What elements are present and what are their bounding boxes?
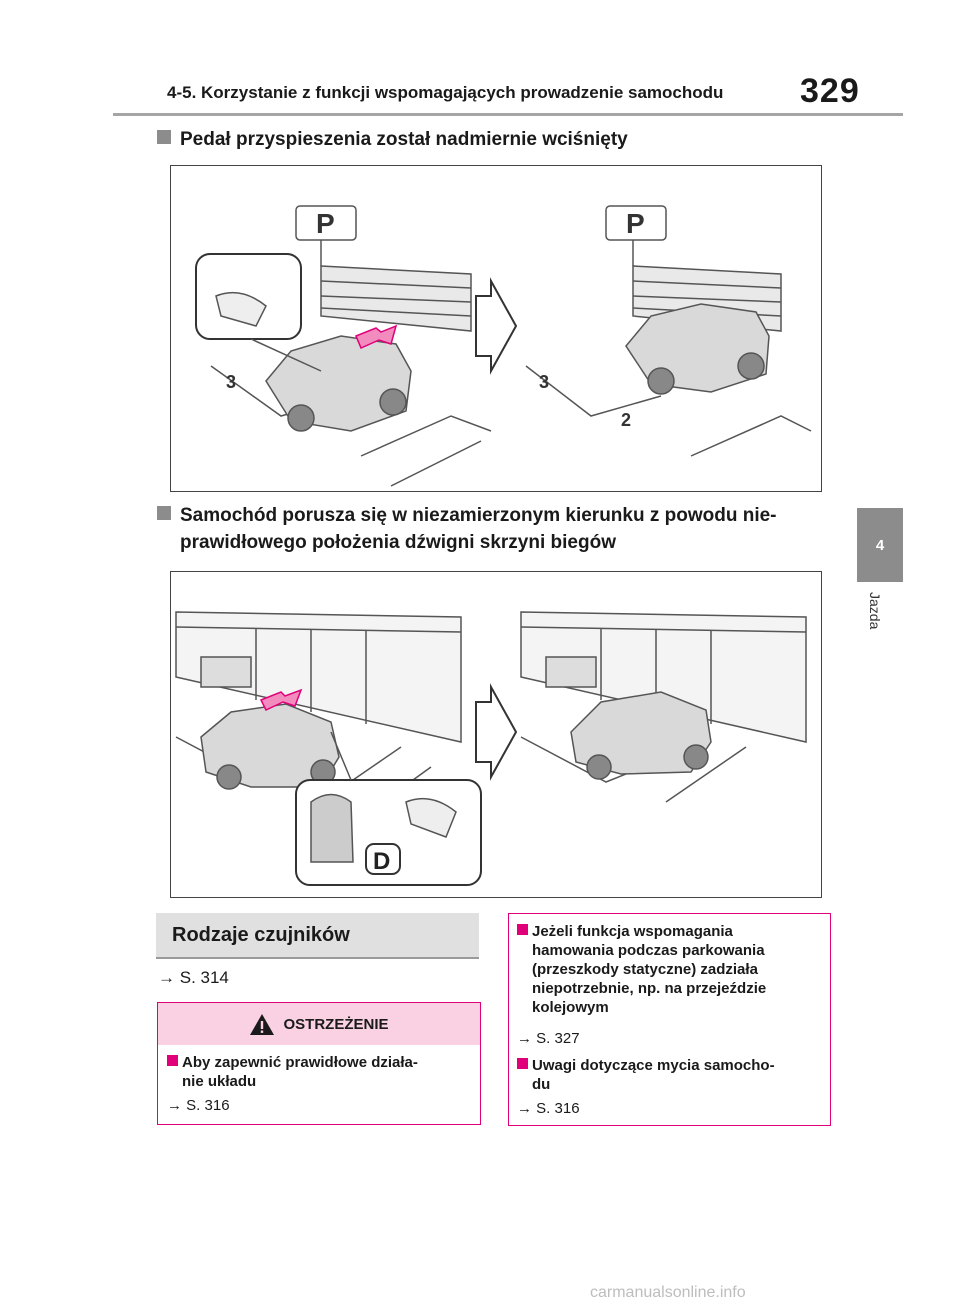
space-number-right-2: 2 [621, 410, 631, 430]
sensors-heading: Rodzaje czujników [156, 913, 479, 959]
parking-sign-right [605, 205, 667, 241]
arrow-right-icon: → [167, 1097, 182, 1114]
gear-lever-icon [310, 793, 354, 863]
parking-sign-right-letter: P [626, 208, 645, 239]
forward-arrow-icon [259, 688, 303, 711]
sensors-reference[interactable]: → S. 314 [158, 968, 229, 988]
accel-section-heading: Pedał przyspieszenia został nadmiernie w… [157, 126, 628, 153]
arrow-right-icon: → [158, 968, 175, 987]
notes-item1-ref-text: S. 327 [536, 1030, 580, 1047]
notes-item1-line3: (przeszkody statyczne) zadziała [532, 961, 758, 978]
chapter-number: 4 [875, 536, 885, 554]
notes-item1-line4: niepotrzebnie, np. na przejeździe [532, 980, 767, 997]
chapter-label: Jazda [867, 592, 883, 630]
square-bullet-icon [517, 924, 528, 935]
accel-pedal-illustration: P P 3 3 2 [170, 165, 822, 492]
storefront-right [520, 611, 807, 743]
transition-arrow-icon [475, 277, 518, 375]
gear-lever-illustration: D [170, 571, 822, 898]
accel-heading-text: Pedał przyspieszenia został nadmiernie w… [180, 129, 628, 150]
notes-item-2: Uwagi dotyczące mycia samocho- du [517, 1056, 822, 1094]
transition-arrow-icon [475, 683, 518, 781]
forward-arrow-icon [355, 324, 398, 349]
page-header-title: 4-5. Korzystanie z funkcji wspomagającyc… [167, 83, 724, 102]
warning-item-line2: nie układu [182, 1073, 257, 1090]
footer-watermark: carmanualsonline.info [590, 1284, 746, 1301]
notes-item2-ref-text: S. 316 [536, 1100, 580, 1117]
warning-header: OSTRZEŻENIE [158, 1003, 480, 1045]
warning-item-line1: Aby zapewnić prawidłowe działa- [182, 1054, 418, 1071]
chapter-tab[interactable]: 4 [857, 508, 903, 582]
notes-item1-line5: kolejowym [532, 999, 609, 1016]
page-number: 329 [800, 72, 860, 110]
warning-triangle-icon [250, 1013, 275, 1035]
sensors-ref-text: S. 314 [179, 968, 229, 987]
space-number-left: 3 [226, 372, 236, 392]
notes-item1-reference[interactable]: → S. 327 [517, 1030, 580, 1047]
warning-box [157, 1002, 481, 1125]
square-bullet-icon [157, 506, 171, 520]
accel-pedal-drawing: P P 3 3 2 [195, 205, 812, 487]
square-bullet-icon [517, 1058, 528, 1069]
notes-item-1: Jeżeli funkcja wspomagania hamowania pod… [517, 922, 822, 1017]
warning-title: OSTRZEŻENIE [283, 1015, 389, 1033]
gear-position-label: D [373, 848, 390, 875]
square-bullet-icon [157, 130, 171, 144]
notes-item2-reference[interactable]: → S. 316 [517, 1100, 580, 1117]
warning-item: Aby zapewnić prawidłowe działa- nie ukła… [167, 1053, 472, 1091]
warning-ref-text: S. 316 [186, 1097, 230, 1114]
gear-lever-drawing: D [175, 611, 807, 886]
arrow-right-icon: → [517, 1030, 532, 1047]
gear-section-heading: Samochód porusza się w niezamierzonym ki… [157, 502, 817, 556]
parking-sign-left [295, 205, 357, 241]
gear-heading-line2: prawidłowego położenia dźwigni skrzyni b… [180, 532, 616, 553]
space-number-right: 3 [539, 372, 549, 392]
notes-item2-line1: Uwagi dotyczące mycia samocho- [532, 1057, 775, 1074]
parking-sign-left-letter: P [316, 208, 335, 239]
notes-item2-line2: du [532, 1076, 551, 1093]
warning-reference[interactable]: → S. 316 [167, 1097, 230, 1114]
square-bullet-icon [167, 1055, 178, 1066]
arrow-right-icon: → [517, 1100, 532, 1117]
header-divider [113, 113, 903, 116]
notes-item1-line1: Jeżeli funkcja wspomagania [532, 923, 733, 940]
notes-box [508, 913, 831, 1126]
notes-item1-line2: hamowania podczas parkowania [532, 942, 765, 959]
storefront-left [175, 611, 462, 743]
gear-heading-line1: Samochód porusza się w niezamierzonym ki… [180, 505, 777, 526]
